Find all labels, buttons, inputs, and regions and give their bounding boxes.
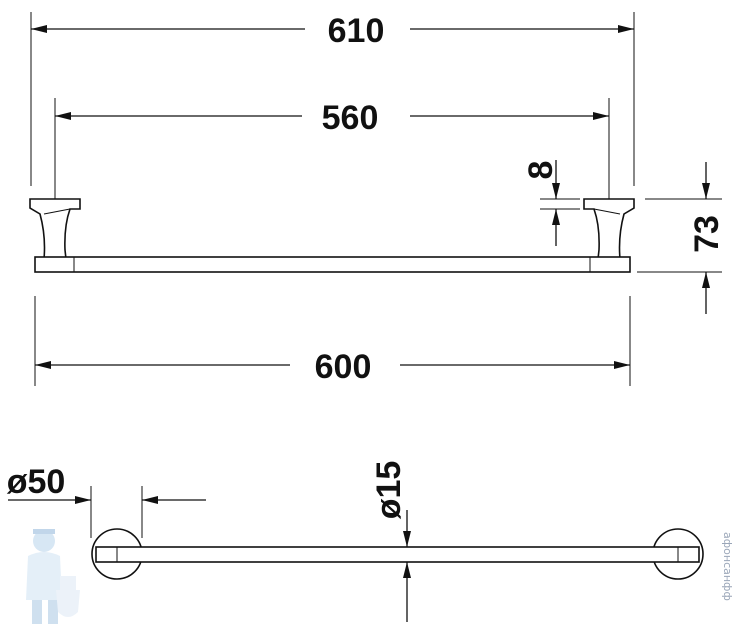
top-view: ø50 ø15 [7, 461, 704, 622]
dimension-600: 600 [35, 348, 630, 386]
plumber-logo [26, 529, 80, 624]
dimension-diameter-15: ø15 [370, 461, 411, 622]
dimension-label-600: 600 [315, 348, 372, 386]
dimension-label-73: 73 [688, 215, 726, 253]
dimension-label-diameter-15: ø15 [370, 461, 408, 520]
dimension-label-8: 8 [522, 161, 560, 180]
towel-bar-top [95, 546, 700, 563]
dimension-8: 8 [522, 160, 580, 246]
front-view: 610 560 [29, 12, 726, 386]
dimension-diameter-50: ø50 [7, 463, 206, 538]
bracket-right [583, 198, 635, 260]
bracket-left [29, 198, 81, 260]
dimension-610: 610 [31, 12, 634, 50]
dimension-73: 73 [637, 162, 726, 314]
dimension-label-610: 610 [328, 12, 385, 50]
watermark-text: афонсанфф [721, 532, 734, 601]
towel-bar-front [34, 256, 631, 273]
dimension-560: 560 [55, 99, 609, 137]
dimension-label-560: 560 [322, 99, 379, 137]
dimension-label-diameter-50: ø50 [7, 463, 66, 501]
